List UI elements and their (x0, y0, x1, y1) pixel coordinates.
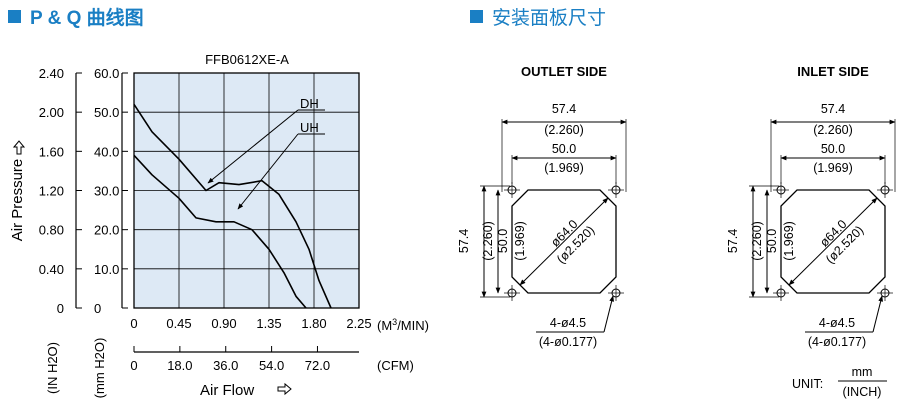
dim-50-v-label: 50.0 (496, 229, 510, 253)
inh2o-tick-label: 2.00 (39, 105, 64, 120)
mmh2o-tick-label: 50.0 (94, 105, 119, 120)
inh2o-tick-label: 0 (57, 301, 64, 316)
plot-grid (134, 73, 359, 308)
air-pressure-label-group: Air Pressure (9, 159, 26, 242)
diameter-line (519, 197, 609, 286)
unit-inch: (INCH) (843, 385, 882, 399)
air-flow-label: Air Flow (200, 382, 254, 399)
air-pressure-label: Air Pressure (9, 159, 26, 242)
hole-leader (603, 295, 615, 333)
section-marker-square (470, 10, 483, 23)
cfm-unit: (CFM) (377, 358, 414, 373)
dim-50-label: 50.0 (552, 142, 576, 156)
diameter-line (788, 197, 878, 286)
mmh2o-tick-label: 20.0 (94, 223, 119, 238)
mmh2o-tick-label: 30.0 (94, 184, 119, 199)
mmh2o-tick-label: 40.0 (94, 144, 119, 159)
inh2o-tick-label: 2.40 (39, 66, 64, 81)
series-line-uh (133, 154, 307, 309)
m3-tick-label: 0.45 (166, 316, 191, 331)
dh-leader (207, 109, 299, 184)
dim-57-v-label: 57.4 (457, 229, 471, 253)
hole-inch-label: (4-ø0.177) (539, 335, 597, 349)
up-arrow-icon (12, 140, 26, 155)
mmh2o-tick-label: 0 (94, 301, 101, 316)
dim-57-v-inch-label: (2.260) (750, 221, 764, 261)
panel-title: OUTLET SIDE (521, 64, 607, 79)
panel-title: INLET SIDE (797, 64, 869, 79)
cfm-tick-label: 36.0 (213, 358, 238, 373)
panel-outline (511, 189, 617, 294)
m3-tick-label: 0 (130, 316, 137, 331)
dim-50-v-inch-label: (1.969) (782, 221, 796, 261)
dim-57-label: 57.4 (821, 102, 845, 116)
uh-leader (237, 133, 299, 210)
unit-mm: mm (852, 365, 873, 379)
mmh2o-ticks: 60.0 50.0 40.0 30.0 20.0 10.0 0 (94, 66, 128, 316)
dim-57-inch-label: (2.260) (544, 123, 584, 137)
cfm-tick-label: 18.0 (167, 358, 192, 373)
mmh2o-tick-label: 60.0 (94, 66, 119, 81)
model-name: FFB0612XE-A (205, 52, 289, 67)
cfm-tick-label: 54.0 (259, 358, 284, 373)
series-line-dh (133, 103, 332, 309)
dim-57-v-inch-label: (2.260) (481, 221, 495, 261)
mount-section-title: 安装面板尺寸 (492, 7, 606, 29)
hole-label: 4-ø4.5 (550, 316, 586, 330)
outlet-side-drawing: OUTLET SIDE57.4(2.260)50.0(1.969)57.4(2.… (457, 64, 627, 349)
right-arrow-icon (277, 382, 292, 396)
section-marker-square (8, 10, 21, 23)
m3-tick-label: 1.35 (256, 316, 281, 331)
mmh2o-tick-label: 10.0 (94, 262, 119, 277)
dim-50-inch-label: (1.969) (544, 161, 584, 175)
inh2o-tick-label: 0.40 (39, 262, 64, 277)
hole-label: 4-ø4.5 (819, 316, 855, 330)
inh2o-tick-label: 0.80 (39, 223, 64, 238)
dim-50-inch-label: (1.969) (813, 161, 853, 175)
dim-57-inch-label: (2.260) (813, 123, 853, 137)
unit-label: UNIT: (792, 377, 823, 391)
inlet-side-drawing: INLET SIDE57.4(2.260)50.0(1.969)57.4(2.2… (726, 64, 896, 349)
dim-50-label: 50.0 (821, 142, 845, 156)
cfm-tick-label: 72.0 (305, 358, 330, 373)
m3-tick-label: 2.25 (346, 316, 371, 331)
pq-section-title: P & Q 曲线图 (30, 6, 144, 29)
inh2o-tick-label: 1.20 (39, 184, 64, 199)
panel-outline (780, 189, 886, 294)
mmh2o-unit: (mm H2O) (92, 338, 107, 399)
cfm-tick-label: 0 (130, 358, 137, 373)
dh-label: DH (300, 96, 319, 111)
inh2o-ticks: 2.40 2.00 1.60 1.20 0.80 0.40 0 (39, 66, 82, 316)
hole-inch-label: (4-ø0.177) (808, 335, 866, 349)
uh-label: UH (300, 120, 319, 135)
m3-tick-label: 0.90 (211, 316, 236, 331)
inh2o-unit: (IN H2O) (45, 342, 60, 394)
m3-unit: (M3/MIN) (377, 317, 429, 333)
dim-57-label: 57.4 (552, 102, 576, 116)
m3-ticks: 0 0.45 0.90 1.35 1.80 2.25 (130, 316, 371, 331)
inh2o-tick-label: 1.60 (39, 144, 64, 159)
m3-tick-label: 1.80 (301, 316, 326, 331)
hole-leader (872, 295, 884, 333)
dim-50-v-label: 50.0 (765, 229, 779, 253)
dim-50-v-inch-label: (1.969) (513, 221, 527, 261)
pq-curves (133, 103, 332, 309)
dim-57-v-label: 57.4 (726, 229, 740, 253)
cfm-ticks: 0 18.0 36.0 54.0 72.0 (130, 346, 330, 373)
